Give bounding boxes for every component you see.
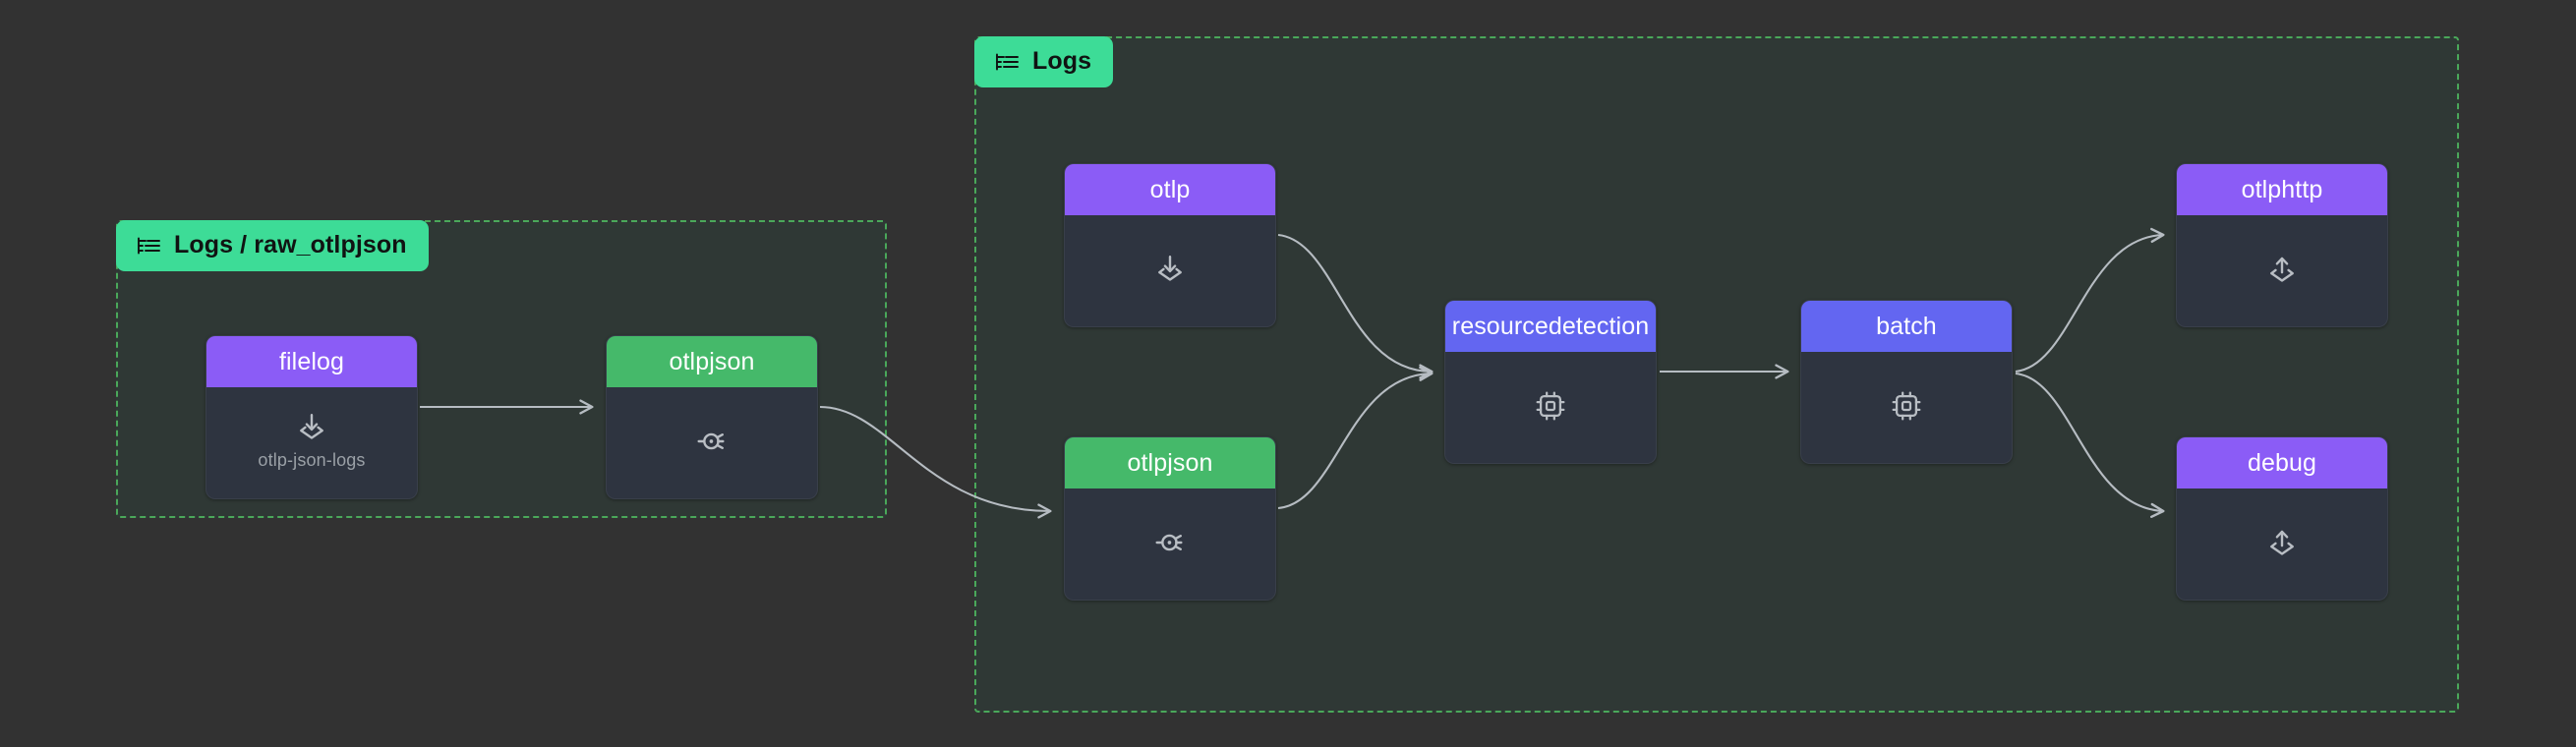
node-body <box>607 387 817 498</box>
group-label-text: Logs <box>1032 47 1092 75</box>
group-label-text: Logs / raw_otlpjson <box>174 231 407 259</box>
node-title: resourcedetection <box>1451 312 1650 340</box>
node-title: batch <box>1876 312 1937 340</box>
node-title: filelog <box>278 347 345 375</box>
connector-split-icon <box>697 432 725 449</box>
node-header: batch <box>1801 301 2012 352</box>
tree-list-icon <box>138 237 160 254</box>
group-label-raw-otlpjson[interactable]: Logs / raw_otlpjson <box>116 220 429 271</box>
node-header: filelog <box>206 336 417 387</box>
node-debug[interactable]: debug <box>2176 436 2388 601</box>
node-header: otlpjson <box>607 336 817 387</box>
node-body <box>1445 352 1656 463</box>
node-title: debug <box>2247 448 2317 477</box>
node-header: otlp <box>1065 164 1275 215</box>
node-subtitle: otlp-json-logs <box>258 450 366 470</box>
node-body <box>2177 215 2387 326</box>
node-otlphttp[interactable]: otlphttp <box>2176 163 2388 327</box>
node-filelog[interactable]: filelog otlp-json-logs <box>205 335 418 499</box>
node-body: otlp-json-logs <box>206 387 417 498</box>
node-title: otlpjson <box>1127 448 1213 477</box>
node-title: otlp <box>1149 175 1191 203</box>
upload-tray-icon <box>2270 257 2294 282</box>
node-body <box>1801 352 2012 463</box>
node-body <box>1065 215 1275 326</box>
node-body <box>2177 488 2387 600</box>
group-label-logs[interactable]: Logs <box>974 36 1114 87</box>
pipeline-group-logs[interactable] <box>974 36 2459 713</box>
node-resourcedetection[interactable]: resourcedetection <box>1444 300 1657 464</box>
node-body <box>1065 488 1275 600</box>
tree-list-icon <box>996 53 1019 70</box>
node-batch[interactable]: batch <box>1800 300 2013 464</box>
cpu-chip-icon <box>1892 391 1921 420</box>
node-header: otlphttp <box>2177 164 2387 215</box>
connector-split-icon <box>1155 534 1183 550</box>
node-header: otlpjson <box>1065 437 1275 488</box>
node-title: otlpjson <box>669 347 755 375</box>
node-header: resourcedetection <box>1445 301 1656 352</box>
node-otlpjson-left[interactable]: otlpjson <box>606 335 818 499</box>
download-tray-icon <box>300 414 323 439</box>
download-tray-icon <box>1158 255 1182 281</box>
cpu-chip-icon <box>1536 391 1565 420</box>
upload-tray-icon <box>2270 530 2294 555</box>
node-otlpjson-right[interactable]: otlpjson <box>1064 436 1276 601</box>
node-header: debug <box>2177 437 2387 488</box>
node-title: otlphttp <box>2241 175 2323 203</box>
node-otlp[interactable]: otlp <box>1064 163 1276 327</box>
